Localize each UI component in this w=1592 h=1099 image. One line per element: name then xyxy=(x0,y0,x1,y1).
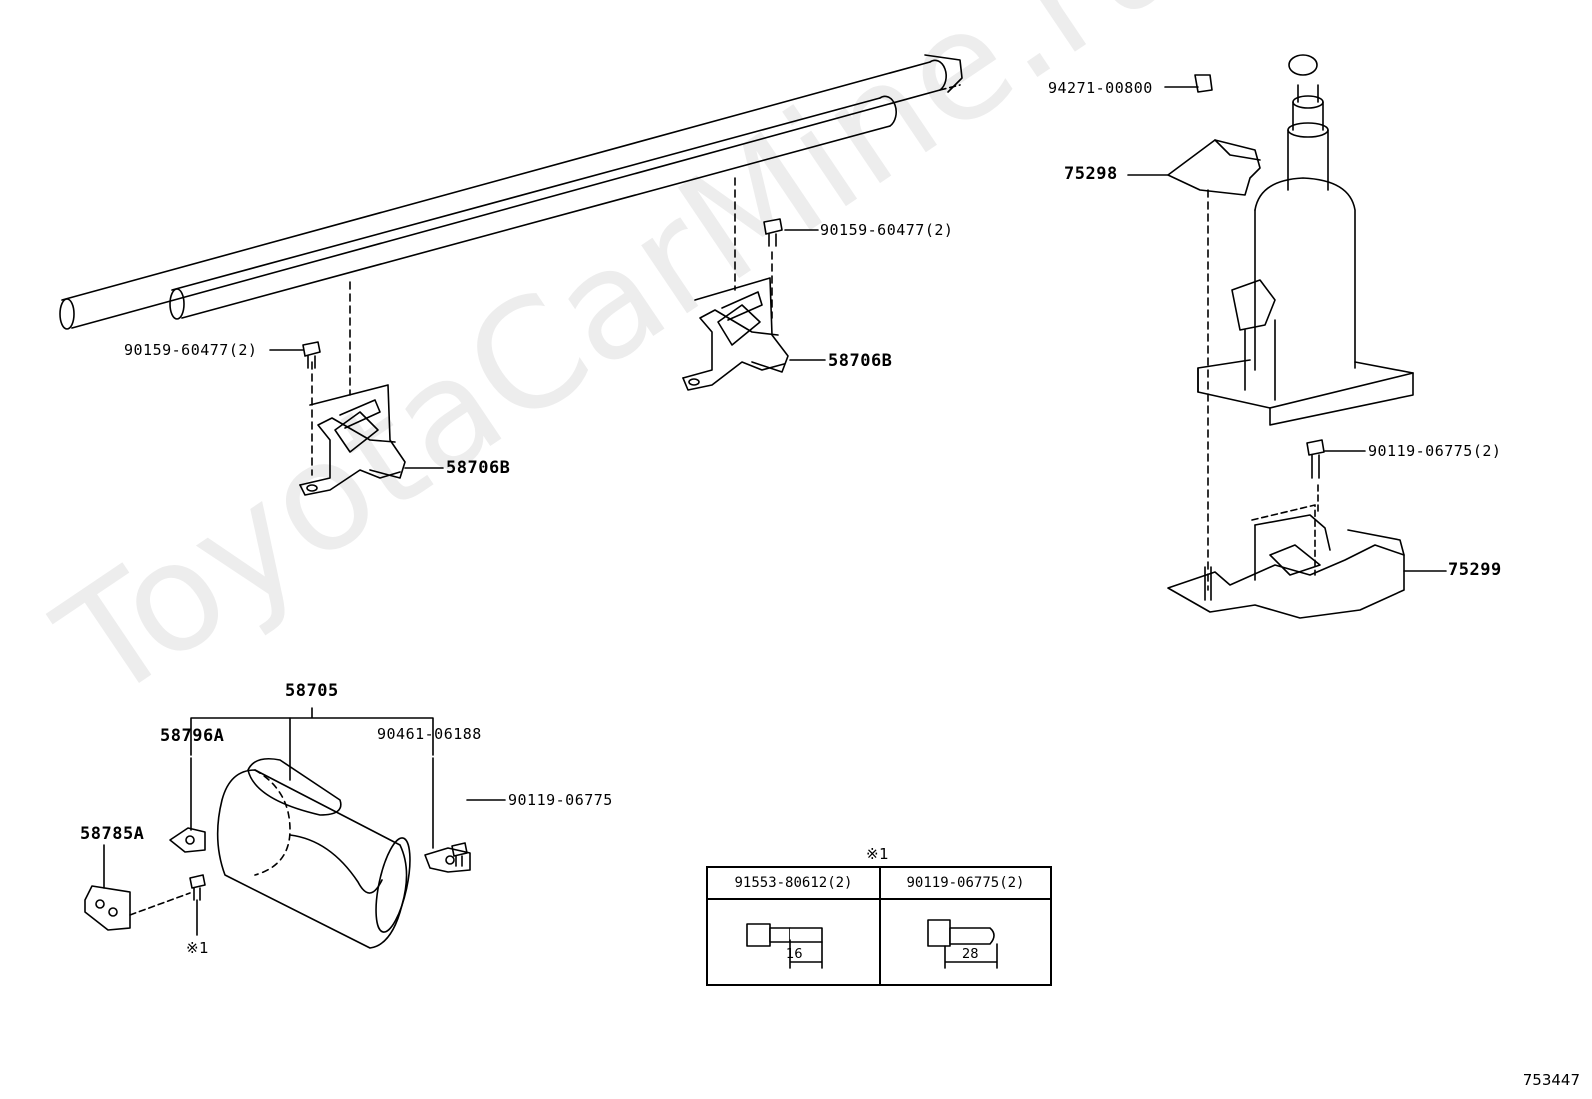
table-header-1: 91553-80612(2) xyxy=(708,868,879,900)
table-title: ※1 xyxy=(866,845,890,863)
label-75299: 75299 xyxy=(1448,560,1502,580)
table-bolt-16 xyxy=(746,923,823,969)
label-58785a: 58785A xyxy=(80,824,145,844)
label-58706b-mid: 58706B xyxy=(828,351,893,371)
clip-58796a xyxy=(169,827,206,853)
clip-90461 xyxy=(424,847,471,873)
label-90119-06775-bag: 90119-06775 xyxy=(508,791,613,809)
bracket-mid xyxy=(682,277,789,391)
plate-75298 xyxy=(1167,139,1261,591)
table-column-1: 91553-80612(2) xyxy=(708,868,881,984)
label-94271-00800: 94271-00800 xyxy=(1048,79,1153,97)
label-58706b-left: 58706B xyxy=(446,458,511,478)
table-column-2: 90119-06775(2) xyxy=(881,868,1050,984)
table-header-2: 90119-06775(2) xyxy=(881,868,1050,900)
plate-58785a xyxy=(84,885,191,931)
label-90461-06188: 90461-06188 xyxy=(377,725,482,743)
dimension-28: 28 xyxy=(962,947,979,962)
label-90159-60477-top: 90159-60477(2) xyxy=(820,221,954,239)
table-bolt-28 xyxy=(927,919,998,969)
tool-bag xyxy=(216,757,411,949)
holder-75299 xyxy=(1167,484,1405,619)
bracket-left xyxy=(299,384,406,496)
label-90119-06775-right: 90119-06775(2) xyxy=(1368,442,1502,460)
bolt-icons xyxy=(189,74,1325,901)
diagram-id: 753447 xyxy=(1522,1071,1580,1089)
label-75298: 75298 xyxy=(1064,164,1118,184)
label-58796a: 58796A xyxy=(160,726,225,746)
fastener-table: 91553-80612(2) 90119-06775(2) xyxy=(706,866,1052,986)
dimension-16: 16 xyxy=(786,947,803,962)
label-90159-60477-left: 90159-60477(2) xyxy=(124,341,258,359)
leader-lines xyxy=(103,86,1447,936)
label-note-mark: ※1 xyxy=(186,939,210,957)
jack-handle-rods xyxy=(59,54,963,330)
label-58705: 58705 xyxy=(285,681,339,701)
bottle-jack xyxy=(1197,54,1414,426)
